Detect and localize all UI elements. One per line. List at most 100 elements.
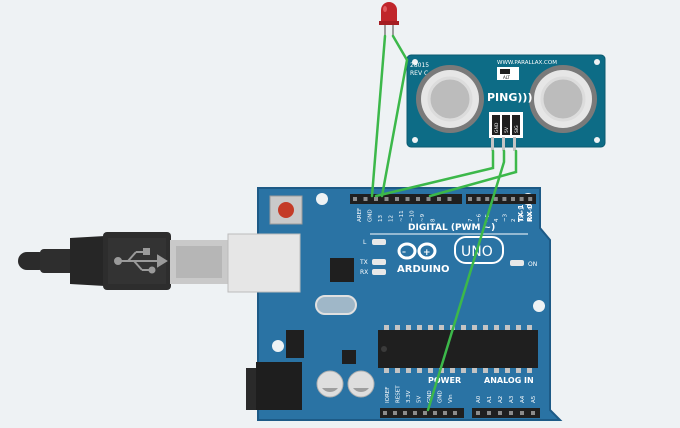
sensor-name: PING))): [487, 91, 532, 104]
usb-symbol-icon: [114, 248, 168, 274]
digital-header-label: DIGITAL (PWM ~): [408, 223, 495, 233]
pin-hole[interactable]: [395, 197, 399, 201]
atmega-chip: [378, 330, 538, 368]
wires[interactable]: [370, 34, 518, 412]
power-pin-label: IOREF: [385, 387, 391, 403]
sensor-chip: ALT: [497, 67, 519, 80]
wire-led-pin13[interactable]: [380, 34, 409, 198]
red-led[interactable]: [379, 2, 399, 36]
sensor-pin-block: GND 5V SIG: [489, 112, 523, 138]
reset-button[interactable]: [269, 195, 303, 225]
pin-hole[interactable]: [393, 411, 397, 415]
sensor-model: 28015: [410, 62, 429, 69]
sensor-website: WWW.PARALLAX.COM: [497, 60, 557, 66]
pin-hole[interactable]: [520, 411, 524, 415]
svg-text:ALT: ALT: [503, 75, 510, 80]
digital-pin-label: TX→1: [520, 207, 526, 223]
tx-label: TX 1: [517, 204, 525, 222]
pin-hole[interactable]: [498, 411, 502, 415]
wire-ping-gnd[interactable]: [374, 149, 495, 198]
wire-ping-sig[interactable]: [428, 149, 518, 198]
wire-led-gnd[interactable]: [370, 34, 387, 198]
atmega-pins: [384, 325, 532, 373]
svg-text:SIG: SIG: [514, 125, 520, 133]
pin-hole[interactable]: [413, 411, 417, 415]
analog-pin-label: A4: [520, 395, 526, 403]
pin-hole[interactable]: [485, 197, 490, 201]
digital-pin-label: 7: [468, 218, 474, 222]
digital-pin-label: ~9: [420, 213, 426, 222]
svg-text:–: –: [402, 247, 406, 256]
pin-hole[interactable]: [426, 197, 431, 201]
pin-hole[interactable]: [374, 197, 378, 201]
power-label: POWER: [428, 376, 461, 385]
voltage-regulator: [286, 330, 304, 358]
analog-pin-label: A3: [509, 395, 515, 403]
pin-hole[interactable]: [511, 197, 515, 201]
usb-controller-chip: [330, 258, 354, 282]
power-pin-label: 5V: [417, 396, 423, 403]
pin-hole[interactable]: [433, 411, 437, 415]
pin-hole[interactable]: [447, 197, 452, 201]
status-leds: L TX RX ON: [359, 239, 537, 276]
power-led: [510, 260, 524, 266]
digital-pin-label: ~11: [399, 210, 405, 222]
pin-hole[interactable]: [487, 411, 491, 415]
power-jack[interactable]: [246, 362, 302, 410]
usb-socket: [227, 233, 301, 293]
capacitor: [316, 370, 344, 398]
smd-chip: [342, 350, 356, 364]
digital-pin-label: AREF: [357, 208, 363, 222]
pin-hole[interactable]: [353, 197, 357, 201]
digital-pin-label: 13: [378, 215, 384, 222]
mounting-hole: [316, 193, 328, 205]
on-label: ON: [528, 261, 537, 268]
brand-label: ARDUINO: [397, 264, 449, 275]
power-pin-label: GND: [438, 390, 444, 403]
pin-hole[interactable]: [437, 197, 441, 201]
pin-hole[interactable]: [405, 197, 410, 201]
pin-hole[interactable]: [383, 411, 387, 415]
pin-hole[interactable]: [528, 197, 533, 201]
led-label-l: L: [363, 239, 367, 246]
analog-pin-label: A2: [498, 396, 504, 403]
pin-hole[interactable]: [476, 411, 480, 415]
pin-hole[interactable]: [384, 197, 389, 201]
pin-hole[interactable]: [363, 197, 368, 201]
led-label-rx: RX: [360, 269, 368, 276]
pin-hole[interactable]: [403, 411, 407, 415]
power-pin-label: 3.3V: [406, 390, 412, 403]
pin-hole[interactable]: [509, 411, 513, 415]
pin-hole[interactable]: [468, 197, 472, 201]
pin-hole[interactable]: [476, 197, 481, 201]
ping-ultrasonic-sensor[interactable]: 28015 REV C WWW.PARALLAX.COM ALT PING)))…: [406, 54, 606, 151]
mounting-hole: [272, 340, 284, 352]
pin-hole[interactable]: [493, 197, 498, 201]
power-pin-label: RESET: [396, 385, 402, 403]
power-pin-label: Vin: [448, 394, 454, 403]
transducer-right: [529, 65, 597, 133]
led-label-tx: TX: [359, 259, 368, 266]
svg-text:GND: GND: [494, 122, 500, 133]
transducer-left: [416, 65, 484, 133]
svg-text:+: +: [423, 248, 431, 258]
digital-pin-label: 12: [389, 215, 395, 222]
pin-hole[interactable]: [502, 197, 507, 201]
digital-pin-label: 8: [431, 218, 437, 222]
pin-hole[interactable]: [443, 411, 447, 415]
pin-hole[interactable]: [519, 197, 524, 201]
digital-pin-label: 2: [511, 219, 517, 223]
pin-hole[interactable]: [423, 411, 427, 415]
pin-hole[interactable]: [416, 197, 420, 201]
pin-hole[interactable]: [531, 411, 535, 415]
wire-ping-5v[interactable]: [426, 149, 506, 412]
sensor-revision: REV C: [410, 70, 428, 77]
analog-pin-label: A0: [476, 395, 482, 403]
pin-hole[interactable]: [453, 411, 457, 415]
